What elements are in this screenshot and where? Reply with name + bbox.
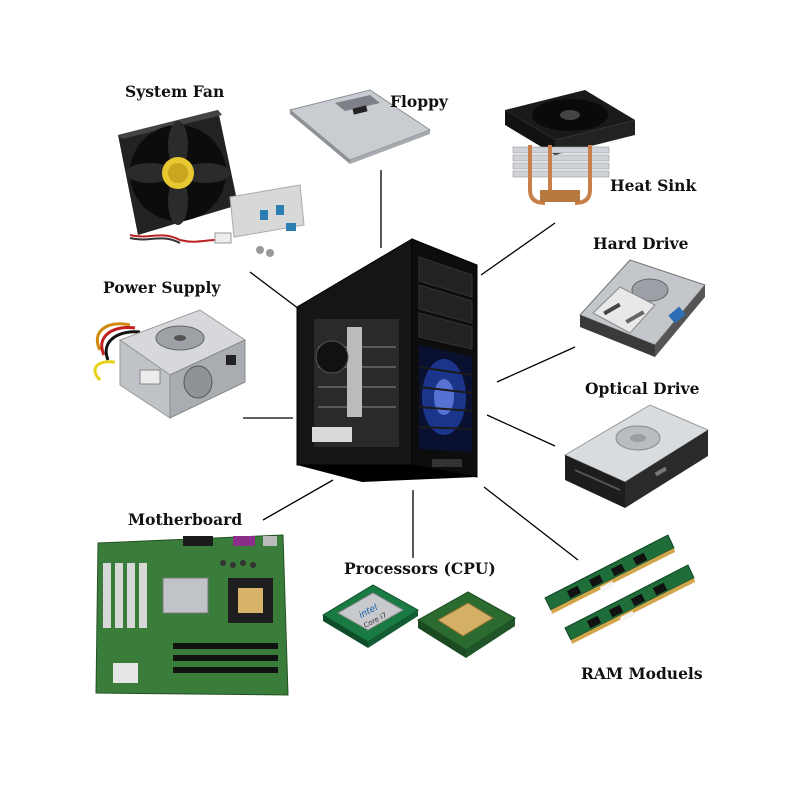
floppy-drive-image bbox=[288, 89, 432, 164]
power-supply-image bbox=[93, 309, 247, 419]
optical-drive-image bbox=[563, 404, 710, 508]
computer-case-image bbox=[296, 238, 478, 482]
component-label-optical-drive: Optical Drive bbox=[585, 379, 700, 398]
component-label-motherboard: Motherboard bbox=[128, 510, 243, 529]
component-label-power-supply: Power Supply bbox=[103, 278, 221, 297]
ram-modules-image bbox=[544, 534, 695, 644]
processors-image: intel Core i7 bbox=[322, 584, 516, 658]
connector-ram bbox=[483, 486, 579, 561]
component-label-system-fan: System Fan bbox=[125, 82, 225, 101]
connector-motherboard bbox=[262, 479, 334, 521]
motherboard-image bbox=[95, 534, 289, 696]
component-label-ram: RAM Moduels bbox=[581, 664, 703, 683]
component-label-floppy: Floppy bbox=[390, 92, 448, 111]
component-label-hard-drive: Hard Drive bbox=[593, 234, 689, 253]
component-label-processors: Processors (CPU) bbox=[344, 559, 496, 578]
connector-hard-drive bbox=[496, 346, 576, 383]
system-fan-image bbox=[118, 110, 305, 257]
heat-sink-image bbox=[505, 90, 635, 205]
hard-drive-image bbox=[579, 259, 706, 357]
connector-heat-sink bbox=[480, 222, 556, 276]
connector-optical-drive bbox=[486, 414, 556, 447]
component-label-heat-sink: Heat Sink bbox=[610, 176, 697, 195]
connector-system-fan bbox=[249, 271, 304, 313]
